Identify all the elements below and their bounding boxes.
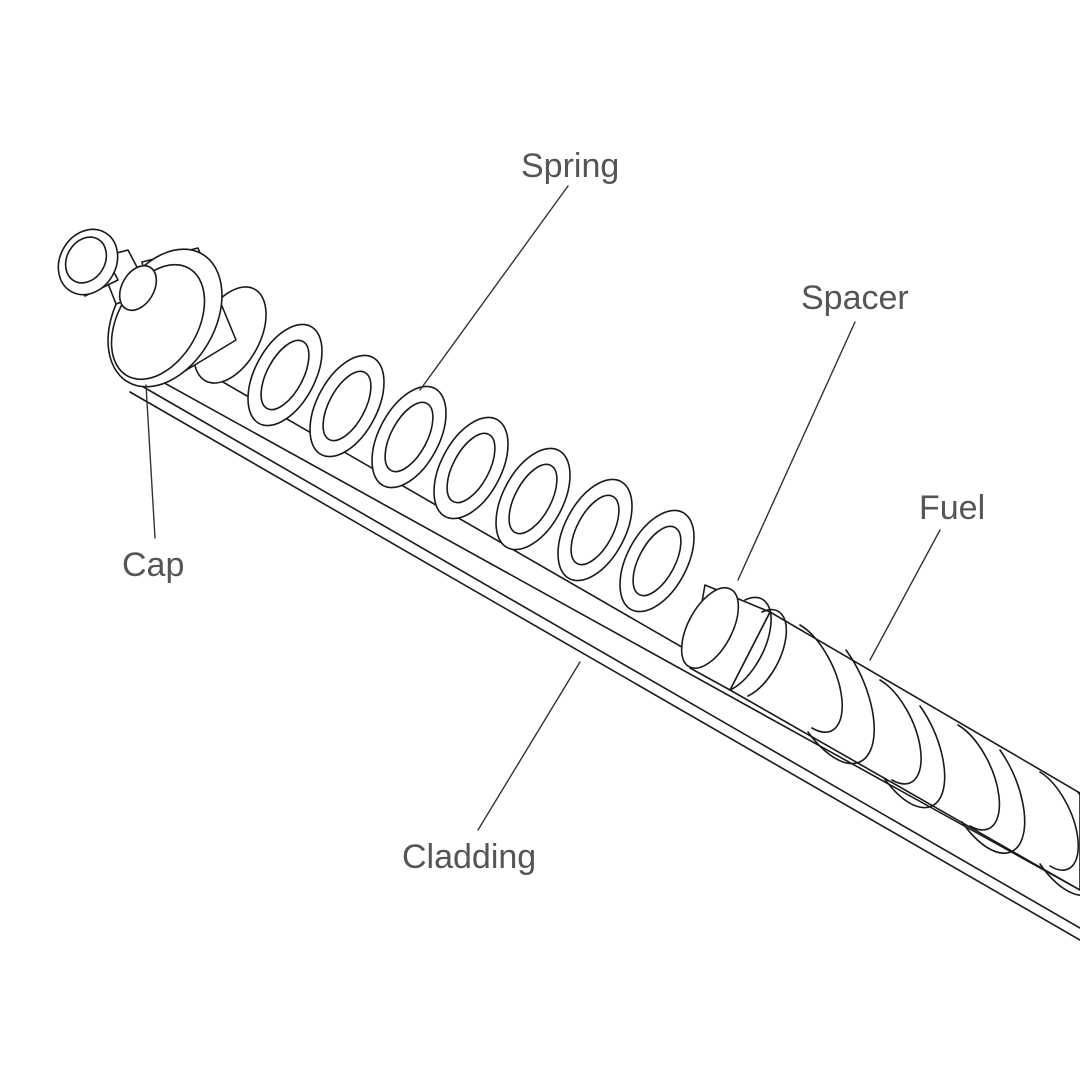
fuel-pellets bbox=[729, 611, 1080, 896]
cap-label: Cap bbox=[122, 546, 185, 584]
cladding-label: Cladding bbox=[402, 838, 537, 876]
fuel-label: Fuel bbox=[919, 489, 986, 527]
spacer-label: Spacer bbox=[801, 279, 909, 317]
spacer bbox=[680, 584, 788, 697]
spring-coil[interactable] bbox=[233, 312, 710, 623]
cladding-tube bbox=[129, 362, 1080, 941]
leader-lines bbox=[145, 185, 941, 831]
spring-label: Spring bbox=[521, 147, 620, 185]
end-cap[interactable] bbox=[47, 219, 281, 408]
